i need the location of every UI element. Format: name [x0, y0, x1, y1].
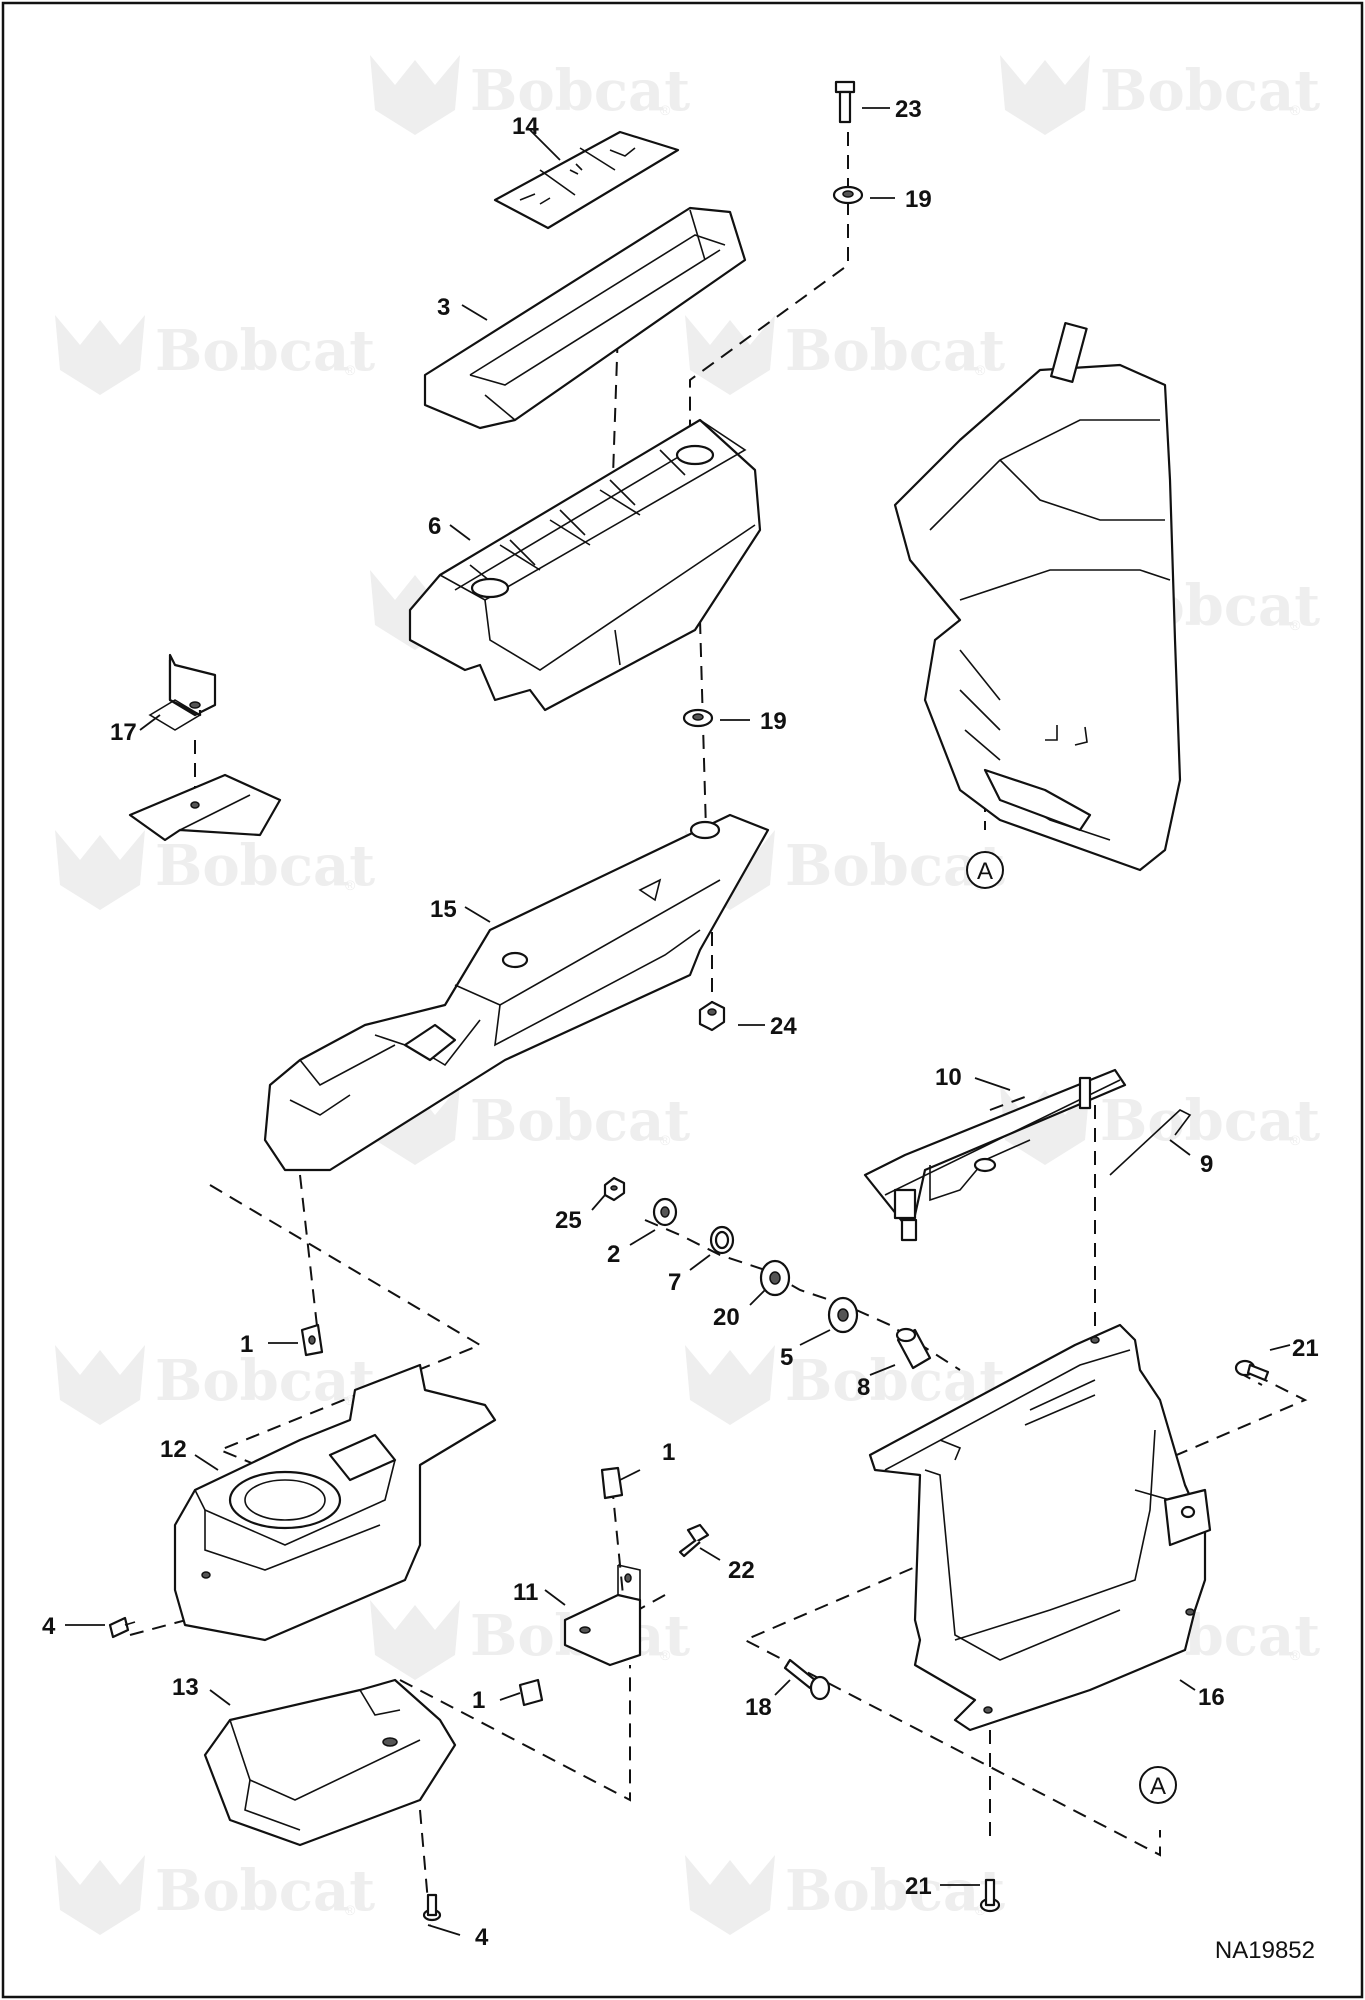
- reference-marker-a-seat: A: [966, 851, 1004, 889]
- svg-text:Bobcat: Bobcat: [155, 318, 375, 384]
- part-4-screw-bottom: [422, 1893, 442, 1922]
- part-20-washer: [759, 1259, 791, 1297]
- part-1-clip-nut-left: [300, 1323, 324, 1357]
- callout-17: 17: [110, 719, 137, 746]
- callout-14: 14: [512, 113, 539, 140]
- svg-text:®: ®: [660, 102, 671, 118]
- part-21-bolt-lower: [979, 1878, 1001, 1913]
- callout-1-left: 1: [240, 1331, 253, 1358]
- svg-text:Bobcat: Bobcat: [470, 1088, 690, 1154]
- callout-8: 8: [857, 1374, 870, 1401]
- callout-15: 15: [430, 896, 457, 923]
- svg-text:Bobcat: Bobcat: [155, 1858, 375, 1924]
- part-3-cover: [423, 206, 747, 430]
- svg-text:A: A: [977, 858, 993, 885]
- svg-text:®: ®: [1290, 102, 1301, 118]
- svg-text:®: ®: [345, 877, 356, 893]
- callout-7: 7: [668, 1269, 681, 1296]
- svg-text:®: ®: [975, 362, 986, 378]
- callout-5: 5: [780, 1344, 793, 1371]
- callout-11: 11: [513, 1579, 538, 1606]
- svg-text:®: ®: [1290, 1132, 1301, 1148]
- part-13-lower-tray: [203, 1678, 457, 1847]
- svg-text:Bobcat: Bobcat: [1100, 58, 1320, 124]
- svg-text:®: ®: [660, 1132, 671, 1148]
- callout-10: 10: [935, 1064, 962, 1091]
- part-16-seat-base: [868, 1323, 1212, 1732]
- callout-19-upper: 19: [905, 186, 932, 213]
- callout-12: 12: [160, 1436, 187, 1463]
- svg-text:Bobcat: Bobcat: [155, 833, 375, 899]
- callout-1-bottom: 1: [472, 1687, 485, 1714]
- part-17-bracket: [148, 653, 217, 731]
- floor-plate-snippet: [128, 773, 282, 842]
- svg-text:®: ®: [975, 1902, 986, 1918]
- reference-marker-a-base: A: [1139, 1766, 1177, 1804]
- svg-text:®: ®: [345, 1902, 356, 1918]
- svg-text:Bobcat: Bobcat: [785, 318, 1005, 384]
- part-7-spring-washer: [709, 1225, 735, 1255]
- callout-2: 2: [607, 1241, 620, 1268]
- part-15-mounting-plate: [263, 813, 770, 1172]
- part-18-pin: [783, 1658, 831, 1701]
- callout-labels: 23 19 14 3 6 19 17 15 24 10 9 25 2 7 20 …: [42, 96, 1319, 1951]
- svg-text:®: ®: [345, 362, 356, 378]
- part-1-clip-nut-center-bottom: [518, 1678, 544, 1707]
- part-10-slide-rail: [863, 1068, 1127, 1242]
- svg-text:®: ®: [660, 1647, 671, 1663]
- svg-text:Bobcat: Bobcat: [1100, 1088, 1320, 1154]
- callout-19-lower: 19: [760, 708, 787, 735]
- callout-21-upper: 21: [1292, 1335, 1319, 1362]
- part-22-bolt: [678, 1523, 710, 1558]
- callout-9: 9: [1200, 1151, 1213, 1178]
- part-23-bolt: [834, 80, 856, 124]
- part-1-clip-nut-center-top: [600, 1466, 624, 1500]
- part-2-washer: [652, 1197, 678, 1227]
- part-6-console-housing: [408, 418, 762, 712]
- callout-23: 23: [895, 96, 922, 123]
- svg-text:Bobcat: Bobcat: [785, 1858, 1005, 1924]
- callout-25: 25: [555, 1207, 582, 1234]
- part-9-pin: [1109, 1109, 1192, 1176]
- callout-13: 13: [172, 1674, 199, 1701]
- svg-text:®: ®: [1290, 1647, 1301, 1663]
- part-11-bracket: [563, 1564, 642, 1667]
- svg-text:®: ®: [345, 1392, 356, 1408]
- part-19-washer-upper: [832, 185, 864, 205]
- part-19-washer-lower: [682, 708, 714, 728]
- callout-6: 6: [428, 513, 441, 540]
- part-4-screw-left: [108, 1616, 136, 1639]
- callout-16: 16: [1198, 1684, 1225, 1711]
- svg-text:Bobcat: Bobcat: [155, 1348, 375, 1414]
- callout-4-left: 4: [42, 1613, 56, 1640]
- part-14-decal: [493, 130, 680, 230]
- callout-24: 24: [770, 1013, 797, 1040]
- callout-22: 22: [728, 1557, 755, 1584]
- drawing-number: NA19852: [1215, 1937, 1315, 1964]
- seat-assembly: [893, 321, 1182, 872]
- part-8-bushing: [895, 1327, 932, 1370]
- part-21-bolt-upper: [1234, 1359, 1270, 1382]
- svg-text:A: A: [1150, 1773, 1166, 1800]
- svg-text:Bobcat: Bobcat: [470, 58, 690, 124]
- part-24-nut: [698, 1000, 726, 1032]
- part-12-lower-console: [173, 1363, 497, 1642]
- svg-text:®: ®: [1290, 617, 1301, 633]
- callout-1-center: 1: [662, 1439, 675, 1466]
- part-25-nut: [603, 1176, 626, 1202]
- callout-21-lower: 21: [905, 1873, 932, 1900]
- callout-20: 20: [713, 1304, 740, 1331]
- part-5-washer: [827, 1296, 859, 1334]
- callout-3: 3: [437, 294, 450, 321]
- callout-18: 18: [745, 1694, 772, 1721]
- callout-leaders: [65, 107, 1291, 1936]
- callout-4-bottom: 4: [475, 1924, 489, 1951]
